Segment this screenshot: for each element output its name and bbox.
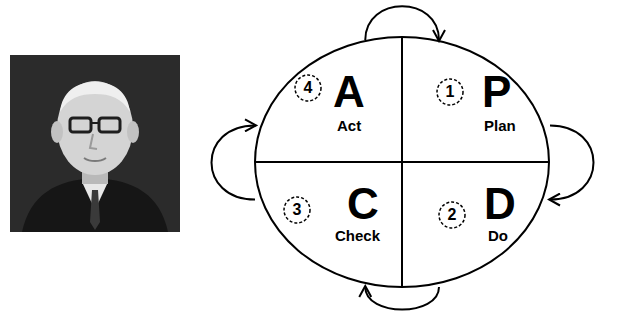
phase-letter: D — [484, 182, 516, 226]
dashed-circle-outline — [439, 202, 465, 228]
suit — [22, 178, 168, 232]
pdca-quadrant: C Check 3 — [255, 162, 402, 287]
step-number-circle: 1 — [436, 78, 464, 106]
step-number-circle: 2 — [438, 201, 466, 229]
ear — [127, 121, 139, 143]
pdca-quadrant: P Plan 1 — [402, 40, 550, 162]
pdca-quadrant: D Do 2 — [402, 162, 550, 287]
callout-number: 1 — [446, 84, 455, 100]
cycle-arrow — [365, 6, 439, 40]
phase-letter: A — [333, 70, 365, 114]
pdca-circle — [255, 37, 549, 287]
pdca-quadrant: A Act 4 — [255, 40, 402, 162]
portrait-photo — [10, 55, 180, 232]
phase-name: Plan — [484, 118, 516, 133]
divider-line — [255, 161, 549, 163]
tie — [90, 190, 100, 230]
step-number-circle: 4 — [294, 74, 322, 102]
callout-number: 4 — [304, 80, 313, 96]
cycle-arrow — [212, 125, 256, 199]
nose — [90, 134, 97, 149]
glasses-bridge — [91, 122, 99, 124]
cycle-arrow — [365, 287, 439, 310]
glasses — [99, 118, 120, 132]
callout-number: 3 — [293, 202, 302, 218]
mouth — [84, 158, 106, 161]
glasses — [70, 118, 91, 132]
phase-name: Act — [337, 118, 361, 133]
phase-name: Check — [335, 228, 380, 243]
head — [57, 81, 133, 175]
cycle-arrow — [550, 125, 594, 199]
hair — [60, 82, 130, 112]
step-number-circle: 3 — [283, 196, 311, 224]
ear — [51, 121, 63, 143]
photo-background — [10, 55, 180, 232]
dashed-circle-outline — [284, 197, 310, 223]
phase-name: Do — [488, 228, 508, 243]
phase-letter: C — [347, 182, 379, 226]
dashed-circle-outline — [437, 79, 463, 105]
phase-letter: P — [482, 70, 511, 114]
dashed-circle-outline — [295, 75, 321, 101]
callout-number: 2 — [448, 207, 457, 223]
